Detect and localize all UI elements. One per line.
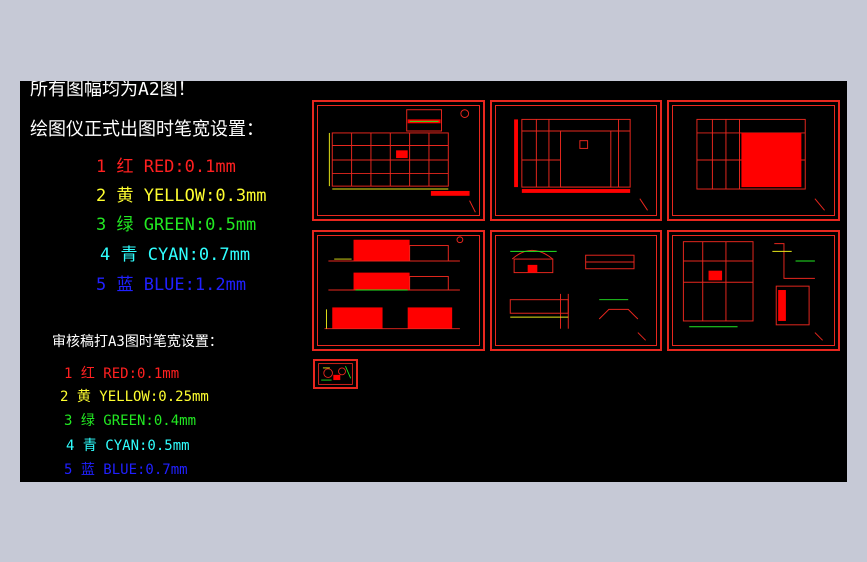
sheet-border — [495, 105, 657, 216]
sheet-border — [317, 105, 480, 216]
thumbnail-drawing — [318, 363, 353, 385]
sheet-border — [495, 235, 657, 346]
sheet-plan-c[interactable] — [667, 100, 840, 221]
sheet-border — [317, 235, 480, 346]
formal-pen-5: 5 蓝 BLUE:1.2mm — [96, 275, 247, 295]
notes-title: 所有图幅均为A2图！ — [30, 81, 196, 100]
formal-pen-3: 3 绿 GREEN:0.5mm — [96, 215, 257, 235]
review-pen-4: 4 青 CYAN:0.5mm — [66, 438, 190, 454]
formal-pen-1: 1 红 RED:0.1mm — [96, 157, 236, 177]
review-title: 审核稿打A3图时笔宽设置： — [52, 334, 223, 350]
sheet-details-a[interactable] — [490, 230, 662, 351]
formal-pen-4: 4 青 CYAN:0.7mm — [100, 245, 251, 265]
sheet-elevations[interactable] — [312, 230, 485, 351]
elevations-drawing — [324, 236, 464, 330]
sheet-border — [672, 105, 835, 216]
review-pen-5: 5 蓝 BLUE:0.7mm — [64, 462, 188, 478]
sheet-details-b[interactable] — [667, 230, 840, 351]
drawing-canvas[interactable]: 所有图幅均为A2图！ 绘图仪正式出图时笔宽设置： 1 红 RED:0.1mm 2… — [20, 81, 847, 482]
plan-b-drawing — [514, 118, 648, 211]
plan-a-drawing — [328, 109, 476, 213]
review-pen-3: 3 绿 GREEN:0.4mm — [64, 413, 197, 429]
notes-subtitle: 绘图仪正式出图时笔宽设置： — [30, 119, 264, 140]
sheet-plan-a[interactable] — [312, 100, 485, 221]
details-b-drawing — [682, 241, 823, 341]
formal-pen-2: 2 黄 YELLOW:0.3mm — [96, 186, 267, 206]
plan-c-drawing — [696, 118, 825, 211]
review-pen-1: 1 红 RED:0.1mm — [64, 366, 180, 382]
sheet-thumbnail[interactable] — [313, 359, 358, 389]
details-a-drawing — [509, 249, 646, 341]
sheet-plan-b[interactable] — [490, 100, 662, 221]
review-pen-2: 2 黄 YELLOW:0.25mm — [60, 389, 209, 405]
sheet-border — [672, 235, 835, 346]
